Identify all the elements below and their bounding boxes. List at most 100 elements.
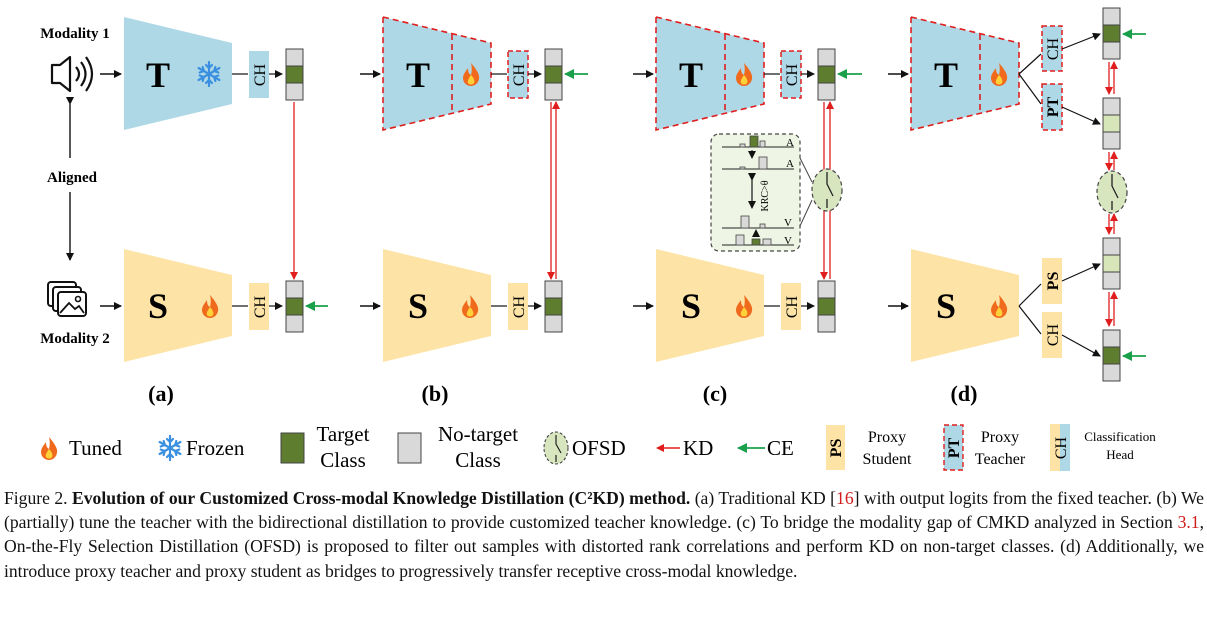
panel-a: Modality 1 T CH Aligned (40, 17, 328, 406)
student-logits (817, 280, 836, 333)
legend-tuned: Tuned (69, 436, 122, 460)
snowflake-icon (158, 434, 182, 462)
teacher-logits (285, 48, 304, 101)
legend-target-2: Class (320, 448, 366, 472)
teacher-label: T (679, 55, 703, 95)
caption-section-link[interactable]: 3.1 (1177, 512, 1200, 533)
legend-ps-2: Student (863, 451, 912, 468)
ch-label: CH (1045, 37, 1062, 60)
caption-part1: (a) Traditional KD [ (690, 488, 837, 508)
teacher-logits (544, 48, 563, 101)
ch-label: CH (784, 63, 801, 86)
krc-a-label: A (786, 137, 794, 149)
student-block (911, 249, 1019, 362)
ch-block (1042, 312, 1062, 358)
ch-block (249, 283, 269, 330)
teacher-label: T (146, 55, 170, 95)
teacher-logits (1102, 7, 1121, 60)
aligned-label: Aligned (47, 170, 98, 186)
legend-ch-swatch-right (1060, 424, 1070, 471)
ch-label: CH (784, 295, 801, 318)
krc-v-prime-label: V (784, 235, 792, 247)
legend-ce: CE (767, 436, 794, 460)
teacher-block (655, 15, 765, 132)
pt-label: PT (1045, 96, 1062, 117)
legend: Tuned Frozen Target Class No-target Clas… (41, 422, 1156, 472)
modality1-label: Modality 1 (40, 26, 110, 42)
legend-notarget-1: No-target (438, 422, 518, 446)
legend-pt-swatch (943, 424, 964, 471)
caption-part2: ] with output logits from the fixed teac… (4, 488, 1204, 533)
subfigure-label: (d) (951, 381, 978, 406)
krc-a-prime-label: A (786, 158, 794, 170)
student-block (124, 249, 232, 362)
legend-ps-1: Proxy (868, 429, 906, 446)
fire-icon (41, 437, 58, 460)
caption-part3: , On-the-Fly Selection Distillation (OFS… (4, 512, 1204, 581)
legend-ch-1: Classification (1084, 429, 1156, 444)
legend-ps-swatch (826, 425, 845, 470)
figure-caption: Figure 2. Evolution of our Customized Cr… (4, 486, 1204, 583)
krc-v-label: V (784, 217, 792, 229)
teacher-block (382, 15, 492, 132)
legend-ch-abbr: CH (1053, 436, 1070, 459)
proxy-teacher-logits (1102, 97, 1121, 150)
teacher-block (124, 17, 232, 130)
legend-notarget-2: Class (455, 448, 501, 472)
caption-title: Evolution of our Customized Cross-modal … (72, 488, 691, 508)
caption-prefix: Figure 2. (4, 488, 72, 508)
legend-pt-abbr: PT (946, 437, 963, 458)
subfigure-label: (b) (422, 381, 449, 406)
ps-label: PS (1045, 272, 1062, 291)
legend-notarget-swatch (397, 432, 422, 464)
krc-threshold-label: KRC>θ (760, 180, 771, 211)
legend-frozen: Frozen (186, 436, 245, 460)
ofsd-switch (1096, 170, 1128, 214)
legend-ch-swatch-left (1050, 424, 1060, 471)
student-block (656, 249, 764, 362)
panel-b: T CH S CH (b) (360, 15, 588, 406)
student-block (383, 249, 491, 362)
ofsd-switch (811, 168, 843, 212)
student-label: S (681, 286, 701, 326)
modality2-label: Modality 2 (40, 331, 110, 347)
student-label: S (408, 286, 428, 326)
legend-ofsd: OFSD (572, 436, 626, 460)
proxy-student-logits (1102, 237, 1121, 290)
student-logits (544, 280, 563, 333)
student-label: S (936, 286, 956, 326)
panel-c: T CH A A (633, 15, 862, 406)
teacher-label: T (406, 55, 430, 95)
ch-block (781, 283, 801, 330)
ch-label: CH (1045, 323, 1062, 346)
speaker-icon (50, 55, 94, 93)
ch-label: CH (511, 63, 528, 86)
legend-ofsd-icon (543, 431, 569, 465)
images-icon (47, 281, 87, 317)
caption-ref-link[interactable]: 16 (836, 488, 854, 508)
legend-ch-2: Head (1106, 447, 1134, 462)
legend-ps-abbr: PS (828, 439, 845, 458)
student-label: S (148, 286, 168, 326)
legend-pt-2: Teacher (975, 451, 1026, 468)
ch-block (508, 283, 528, 330)
ch-label: CH (252, 63, 269, 86)
panel-d: T CH PT (888, 7, 1146, 406)
ch-label: CH (252, 295, 269, 318)
ps-block (1042, 258, 1062, 304)
legend-target-1: Target (317, 422, 370, 446)
subfigure-label: (c) (703, 381, 727, 406)
ch-label: CH (511, 295, 528, 318)
student-logits (285, 280, 304, 333)
ch-block (249, 51, 269, 98)
teacher-block (910, 15, 1020, 132)
krc-inset: A A KRC>θ V V (710, 133, 801, 252)
cmkd-evolution-diagram: Modality 1 T CH Aligned (40, 7, 1156, 472)
teacher-logits (817, 48, 836, 101)
legend-pt-1: Proxy (981, 429, 1019, 446)
teacher-label: T (934, 55, 958, 95)
subfigure-label: (a) (148, 381, 174, 406)
legend-kd: KD (683, 436, 713, 460)
legend-target-swatch (280, 432, 305, 464)
student-logits (1102, 329, 1121, 382)
